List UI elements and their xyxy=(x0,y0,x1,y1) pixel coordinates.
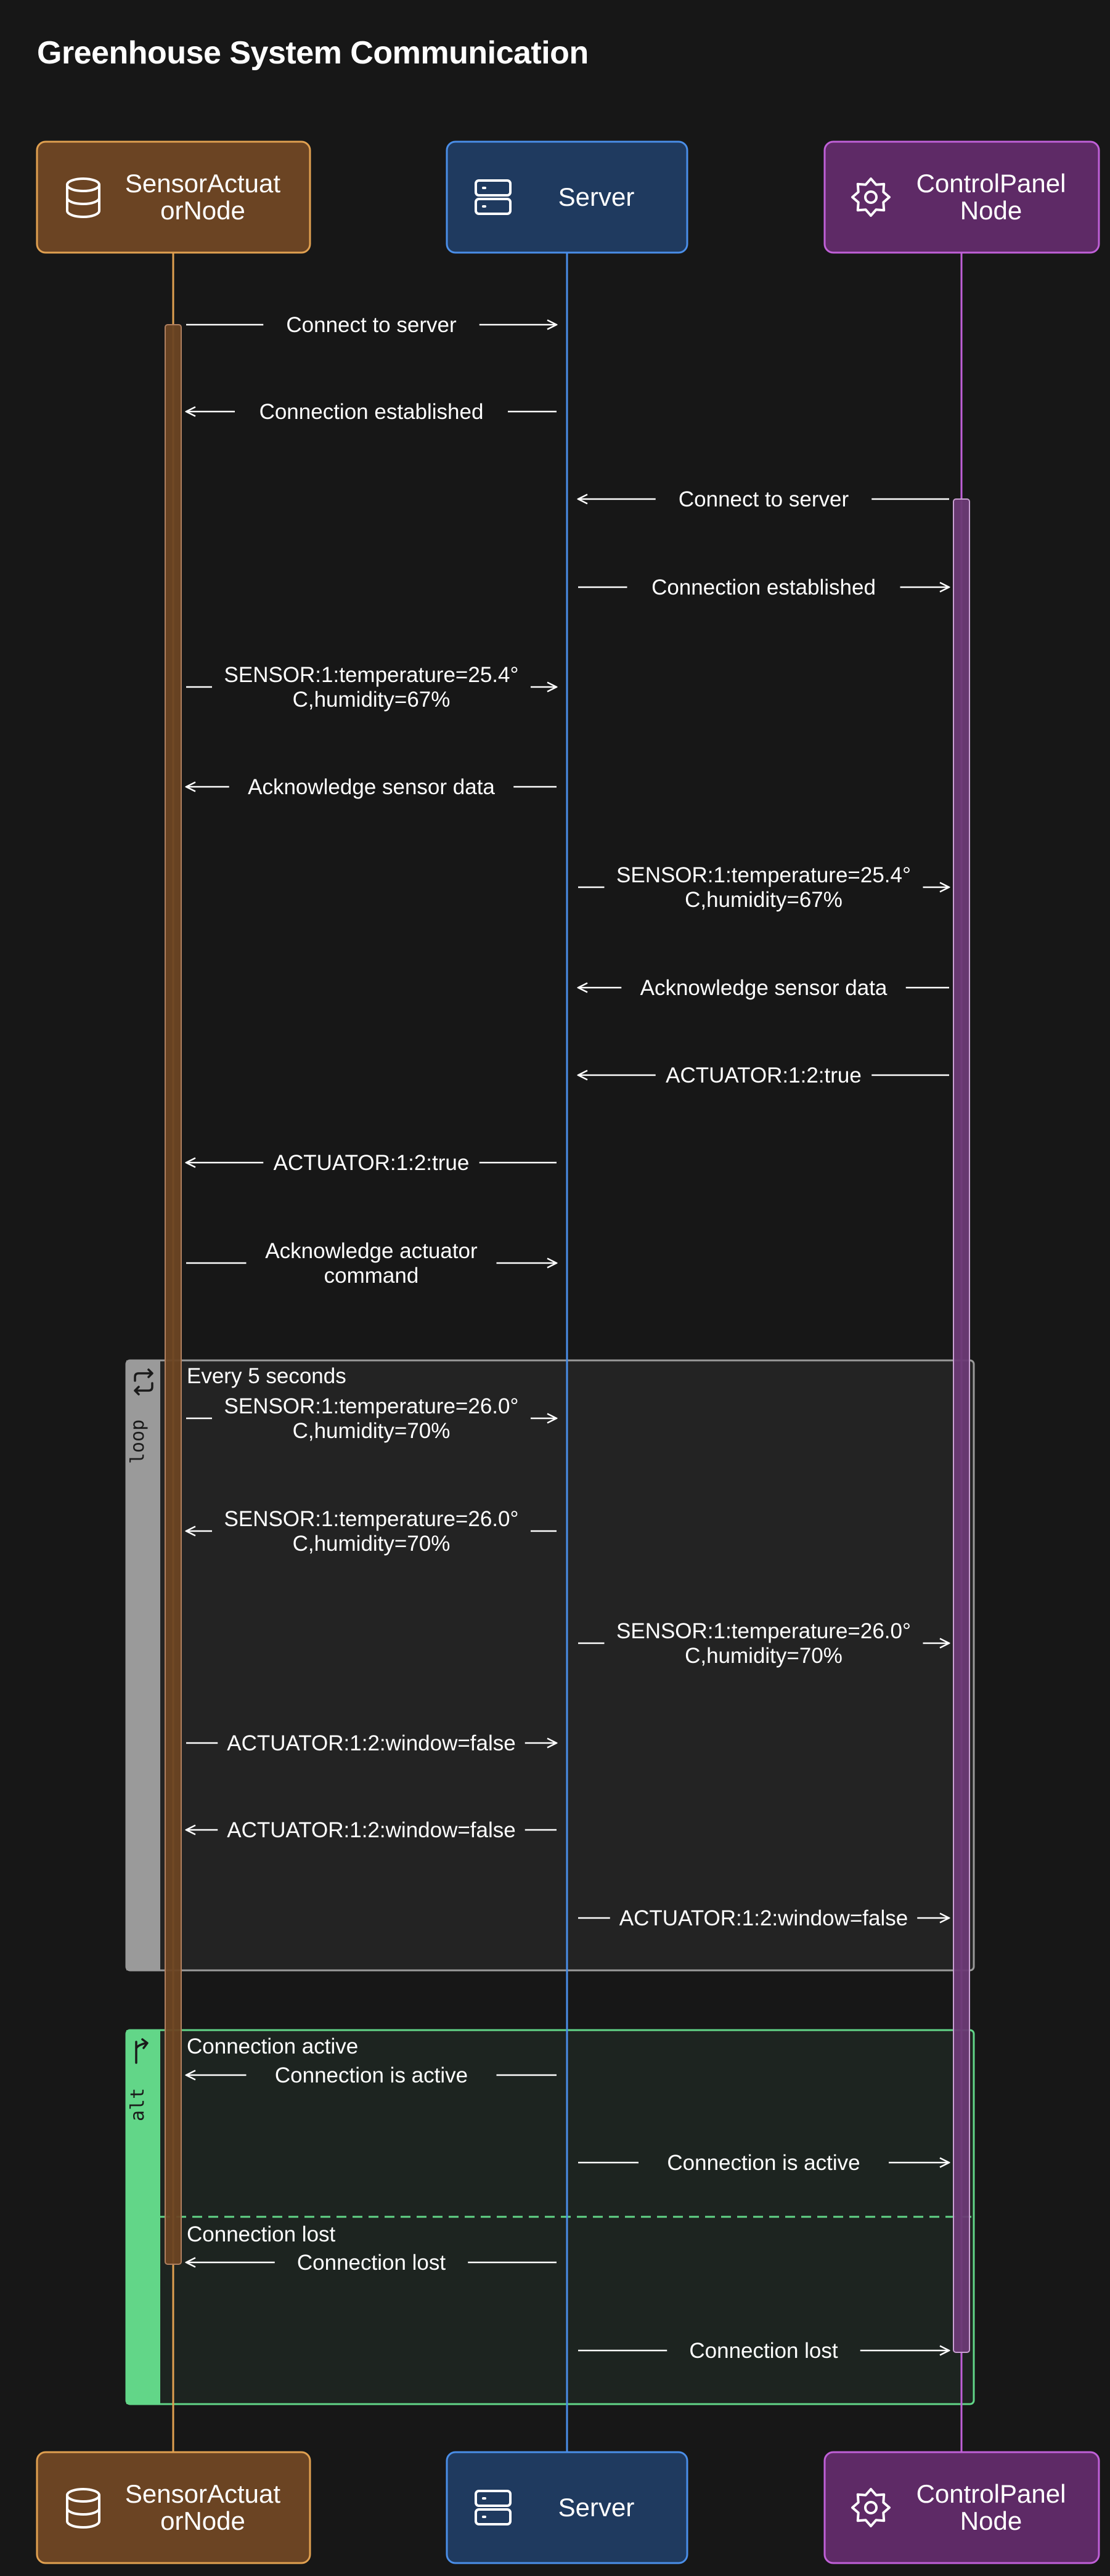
message-10: ACTUATOR:1:2:true xyxy=(186,1151,557,1175)
participant-label: orNode xyxy=(160,2506,245,2535)
message-label: Connection established xyxy=(259,400,484,424)
message-label: ACTUATOR:1:2:true xyxy=(666,1063,862,1087)
participant-server-top: Server xyxy=(446,140,688,254)
message-label: ACTUATOR:1:2:true xyxy=(274,1151,470,1175)
message-label: Connect to server xyxy=(679,487,849,511)
message-4: Connection established xyxy=(578,575,949,599)
diagram-title: Greenhouse System Communication xyxy=(37,35,589,71)
message-14: SENSOR:1:temperature=26.0°C,humidity=70% xyxy=(578,1619,949,1668)
message-6: Acknowledge sensor data xyxy=(186,775,557,799)
message-13: SENSOR:1:temperature=26.0°C,humidity=70% xyxy=(186,1507,557,1556)
message-label: C,humidity=70% xyxy=(293,1532,451,1556)
database-icon xyxy=(66,2488,100,2529)
message-label: Connection lost xyxy=(297,2251,446,2275)
message-2: Connection established xyxy=(186,400,557,424)
message-label: C,humidity=70% xyxy=(685,1644,843,1668)
activation-control xyxy=(953,498,970,2353)
alt-section-label: Connection active xyxy=(187,2034,358,2058)
server-icon xyxy=(475,2490,512,2525)
loop-frame xyxy=(125,1359,975,1972)
message-5: SENSOR:1:temperature=25.4°C,humidity=67% xyxy=(186,663,557,712)
message-label: Connection is active xyxy=(275,2063,468,2087)
message-20: Connection lost xyxy=(186,2251,557,2275)
loop-keyword: loop xyxy=(127,1420,149,1464)
message-label: SENSOR:1:temperature=26.0° xyxy=(224,1507,519,1531)
message-18: Connection is active xyxy=(186,2063,557,2087)
participant-server-bottom: Server xyxy=(446,2451,688,2564)
message-label: C,humidity=67% xyxy=(293,688,451,712)
message-7: SENSOR:1:temperature=25.4°C,humidity=67% xyxy=(578,863,949,912)
message-16: ACTUATOR:1:2:window=false xyxy=(186,1818,557,1842)
message-12: SENSOR:1:temperature=26.0°C,humidity=70% xyxy=(186,1394,557,1443)
message-9: ACTUATOR:1:2:true xyxy=(578,1063,949,1087)
message-label: C,humidity=70% xyxy=(293,1419,451,1443)
message-label: Connection is active xyxy=(667,2151,860,2175)
alt-section-label: Connection lost xyxy=(187,2222,336,2246)
message-label: SENSOR:1:temperature=25.4° xyxy=(224,663,519,687)
participant-label: Server xyxy=(558,2493,635,2522)
participant-label: ControlPanel xyxy=(916,169,1066,198)
message-8: Acknowledge sensor data xyxy=(578,976,949,1000)
message-21: Connection lost xyxy=(578,2339,949,2363)
participant-label: Node xyxy=(960,196,1022,225)
message-1: Connect to server xyxy=(186,313,557,337)
message-label: Acknowledge sensor data xyxy=(248,775,495,799)
loop-section-label: Every 5 seconds xyxy=(187,1364,346,1388)
message-label: C,humidity=67% xyxy=(685,888,843,912)
message-label: SENSOR:1:temperature=25.4° xyxy=(616,863,911,887)
participant-label: SensorActuat xyxy=(125,169,280,198)
message-label: ACTUATOR:1:2:window=false xyxy=(227,1731,515,1755)
message-19: Connection is active xyxy=(578,2151,949,2175)
branch-icon xyxy=(135,2038,149,2064)
alt-keyword: alt xyxy=(127,2088,149,2121)
message-label: Connect to server xyxy=(286,313,457,337)
gear-icon xyxy=(851,2488,891,2527)
message-label: SENSOR:1:temperature=26.0° xyxy=(224,1394,519,1418)
message-label: SENSOR:1:temperature=26.0° xyxy=(616,1619,911,1643)
participant-label: ControlPanel xyxy=(916,2479,1066,2508)
database-icon xyxy=(66,177,100,218)
server-icon xyxy=(475,179,512,215)
message-15: ACTUATOR:1:2:window=false xyxy=(186,1731,557,1755)
message-label: Acknowledge sensor data xyxy=(640,976,888,1000)
message-3: Connect to server xyxy=(578,487,949,511)
activation-sensor xyxy=(165,324,182,2265)
participant-label: Node xyxy=(960,2506,1022,2535)
message-17: ACTUATOR:1:2:window=false xyxy=(578,1906,949,1930)
message-label: Acknowledge actuator xyxy=(265,1239,478,1263)
message-label: ACTUATOR:1:2:window=false xyxy=(619,1906,908,1930)
participant-label: orNode xyxy=(160,196,245,225)
loop-icon xyxy=(134,1368,153,1396)
message-label: Connection established xyxy=(651,575,876,599)
participant-label: SensorActuat xyxy=(125,2479,280,2508)
gear-icon xyxy=(851,177,891,217)
participant-label: Server xyxy=(558,182,635,211)
loop-frame-labels: loop Every 5 seconds xyxy=(127,1364,346,1464)
message-label: command xyxy=(324,1264,419,1288)
message-label: ACTUATOR:1:2:window=false xyxy=(227,1818,515,1842)
message-label: Connection lost xyxy=(689,2339,838,2363)
